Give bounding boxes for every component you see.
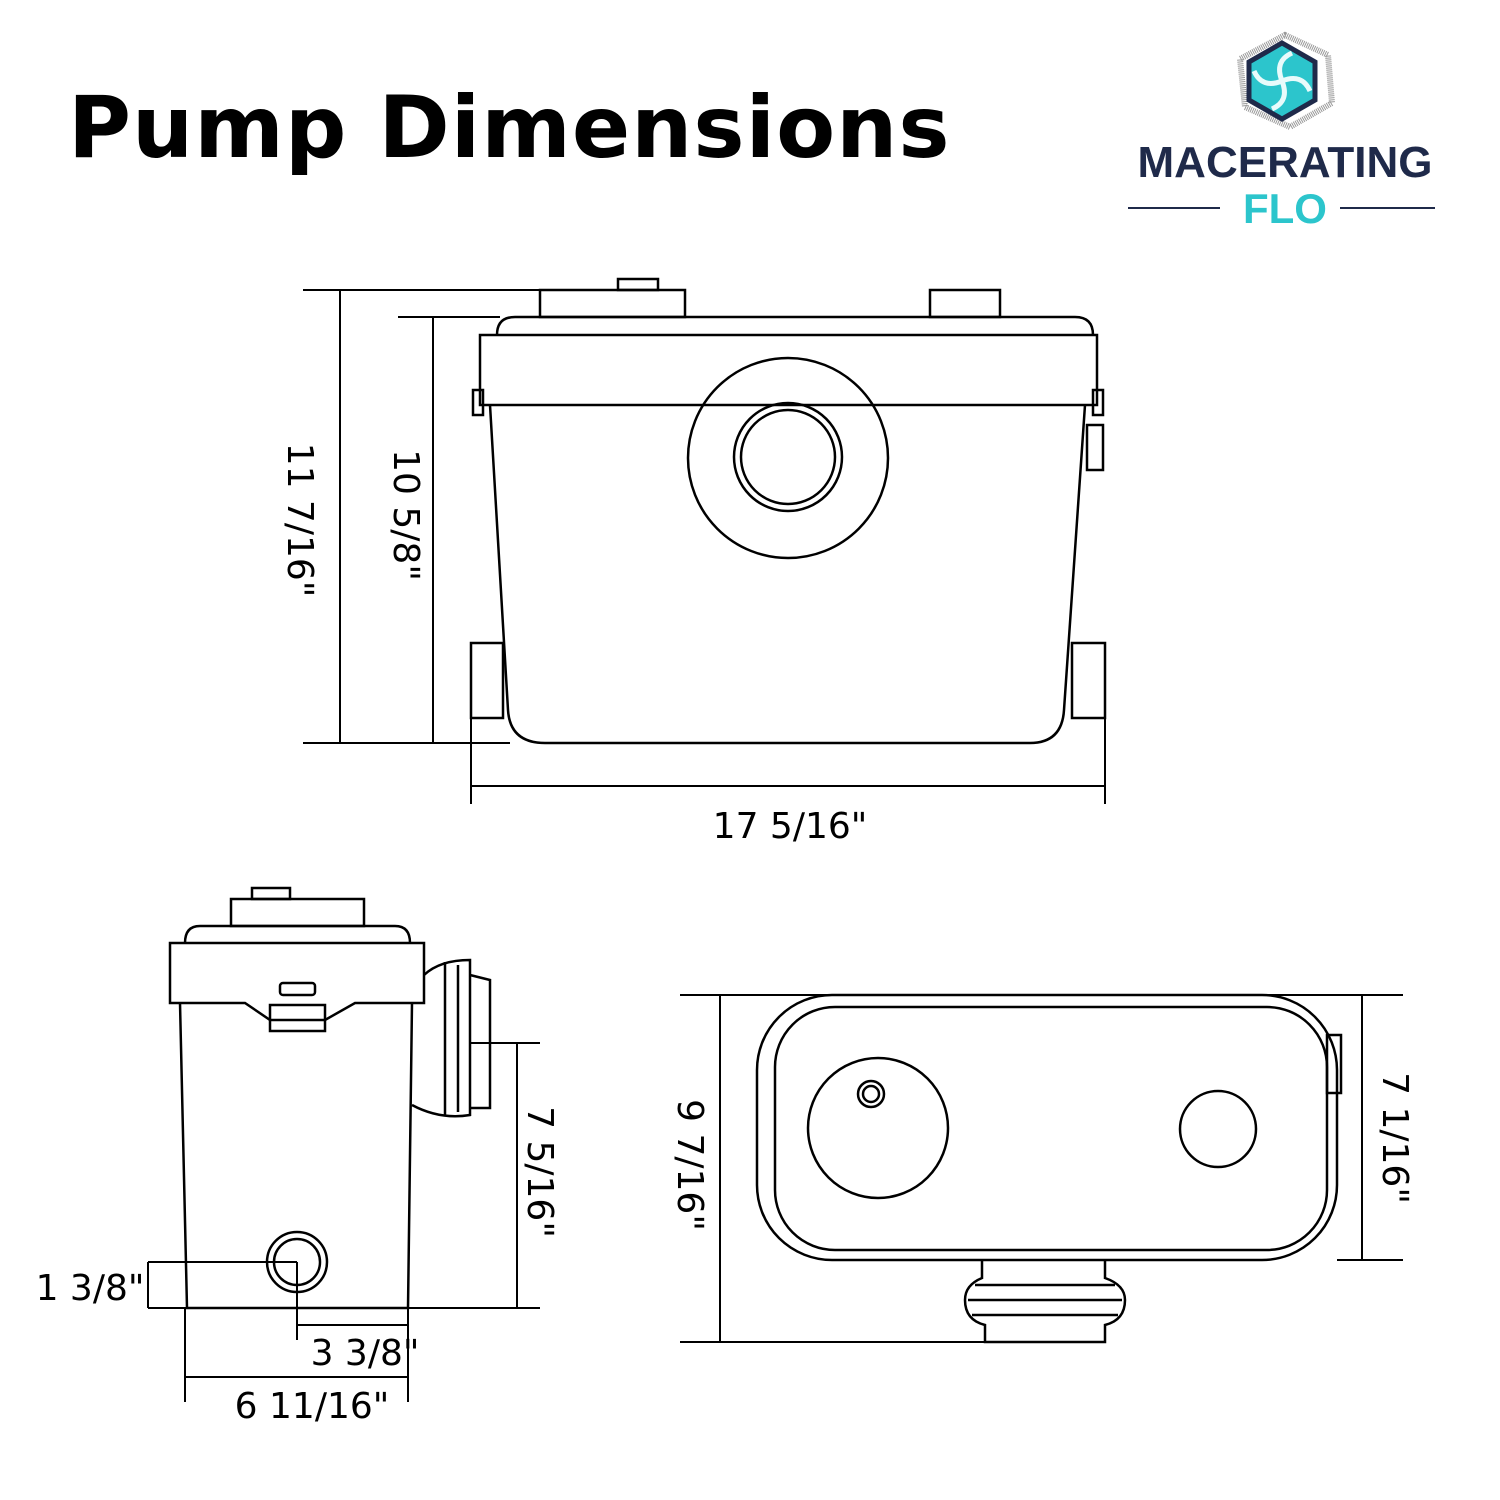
page-title: Pump Dimensions: [68, 78, 951, 178]
impeller-hexagon-icon: [1236, 31, 1336, 131]
side-inlet-offset-label: 3 3/8": [311, 1333, 420, 1374]
front-width-label: 17 5/16": [713, 806, 868, 847]
front-height-body-label: 10 5/8": [385, 449, 426, 581]
top-view: [680, 993, 1403, 1344]
front-view: [303, 277, 1107, 804]
side-outlet-height-label: 7 5/16": [519, 1106, 560, 1238]
logo-line1: MACERATING: [1138, 138, 1433, 187]
top-depth-overall-label: 9 7/16": [669, 1099, 710, 1231]
front-height-overall-label: 11 7/16": [279, 443, 320, 598]
side-inlet-height-label: 1 3/8": [36, 1268, 145, 1309]
logo-line2: FLO: [1243, 185, 1327, 232]
top-depth-body-label: 7 1/16": [1374, 1072, 1415, 1204]
side-view: [147, 886, 540, 1402]
side-depth-label: 6 11/16": [235, 1386, 390, 1427]
brand-logo: MACERATING FLO: [1128, 31, 1435, 232]
